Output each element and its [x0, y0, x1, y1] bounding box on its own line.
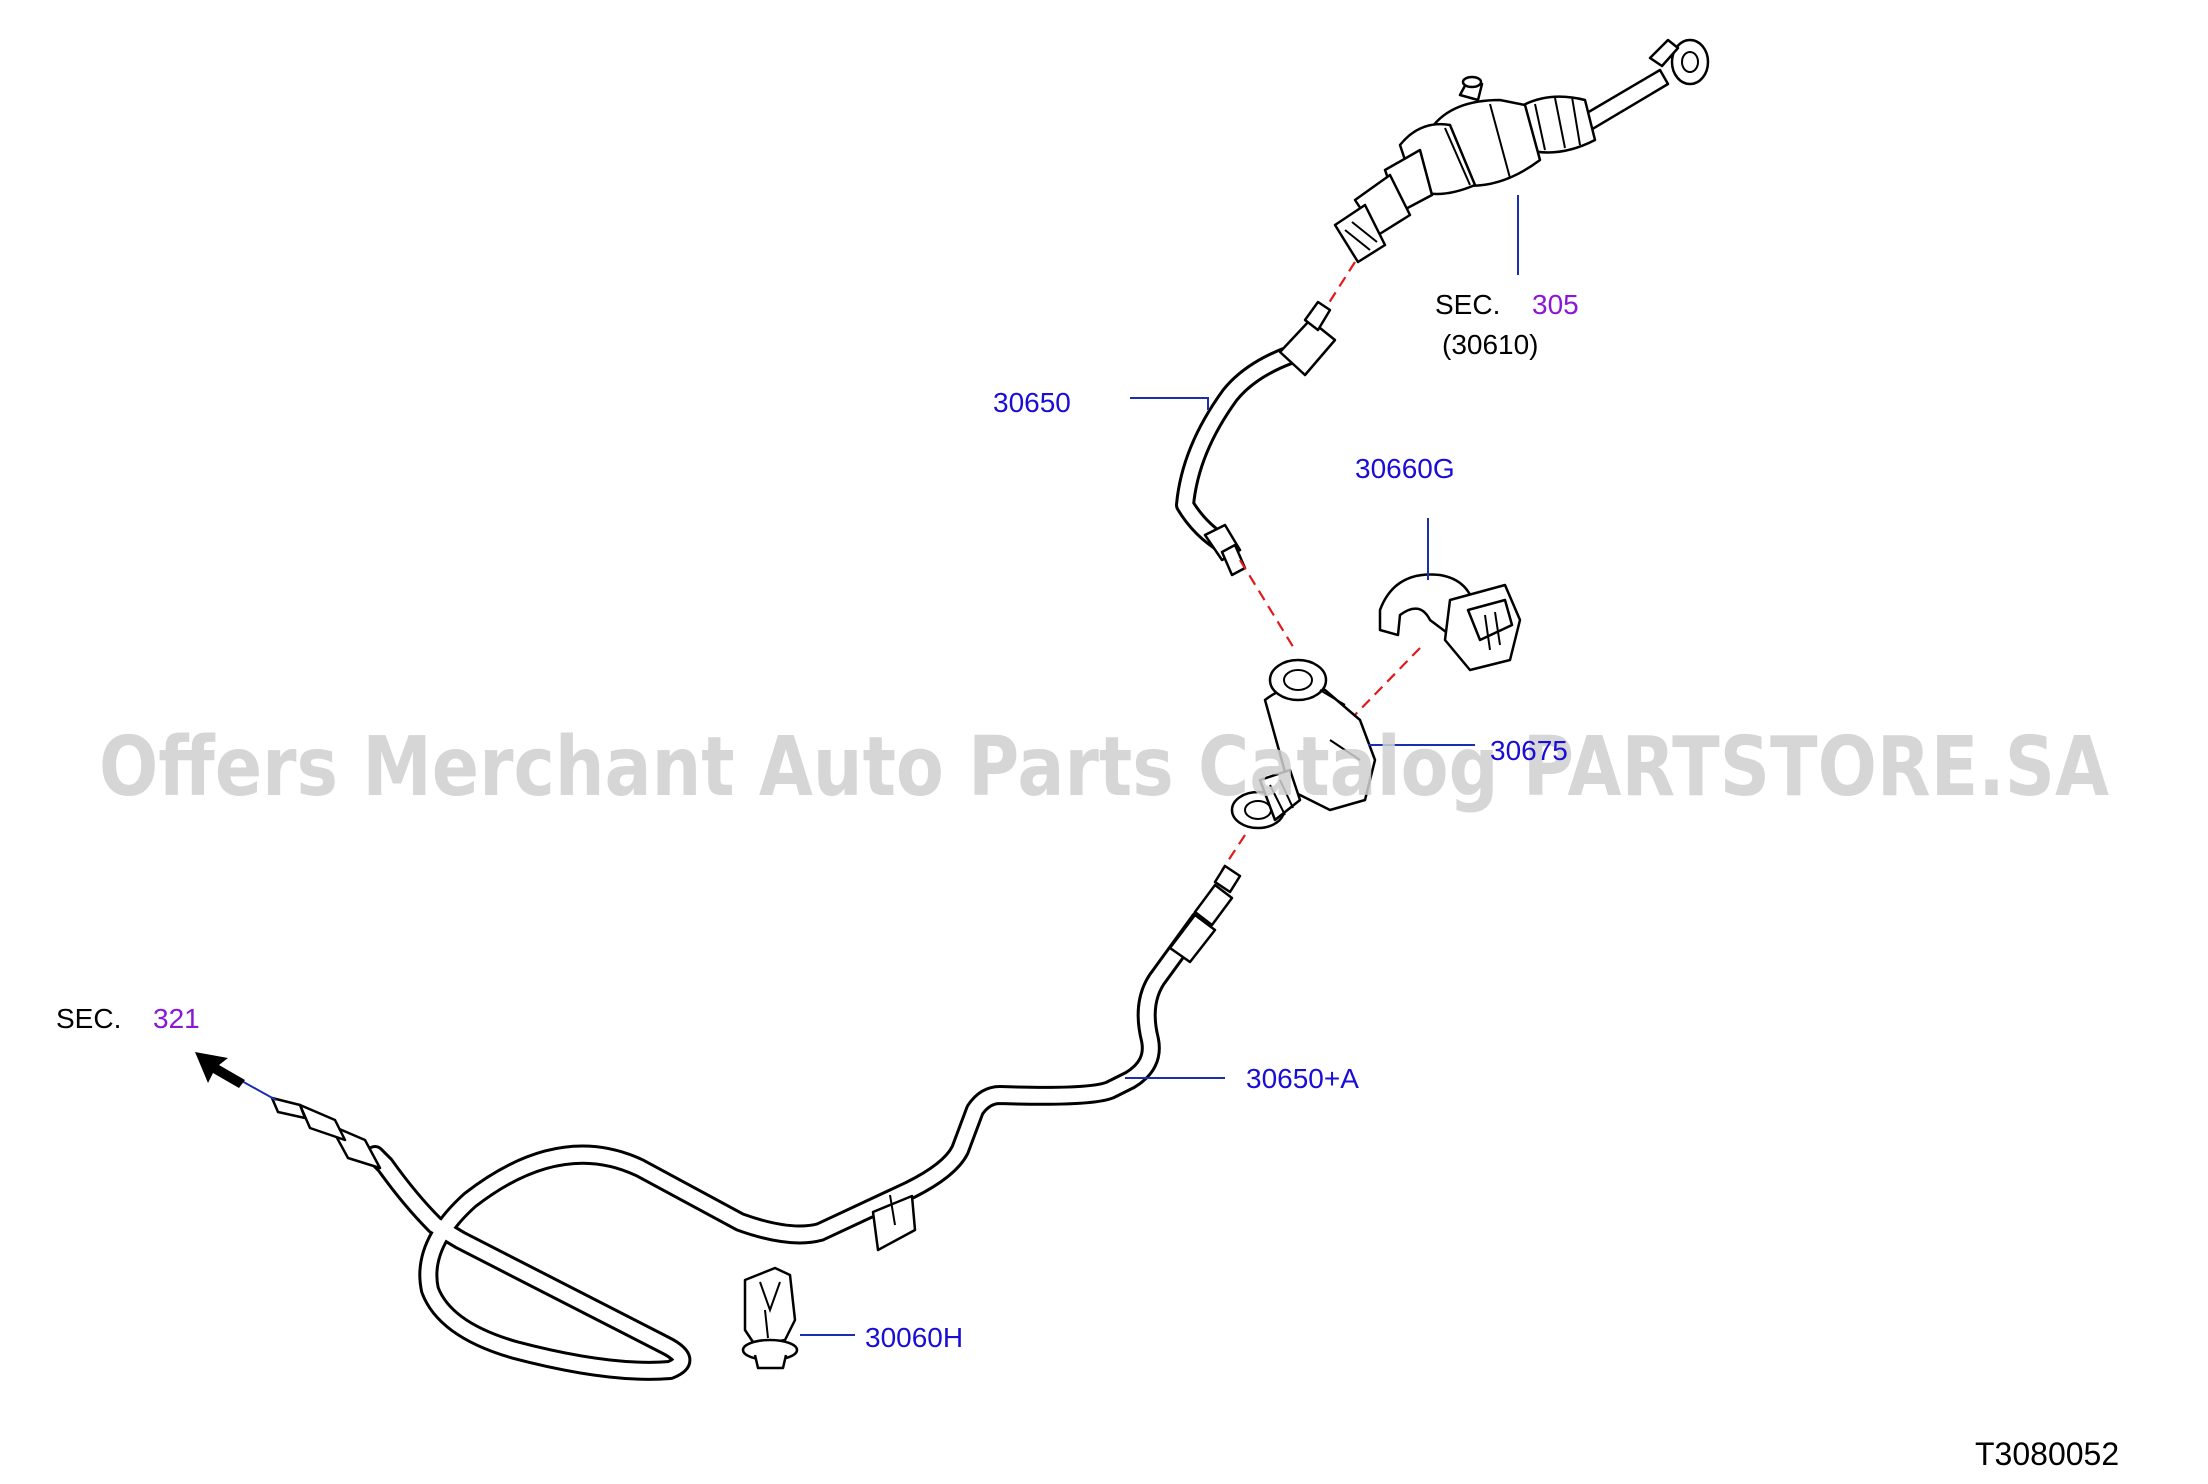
- assembly-line-hose-damper: [1239, 559, 1296, 651]
- clip-part: [1378, 573, 1522, 672]
- sec-321-leader: [239, 1079, 277, 1101]
- clutch-hose-upper: [1175, 300, 1337, 577]
- clutch-master-cylinder: [1333, 38, 1710, 264]
- label-master-cylinder-ref: (30610): [1442, 329, 1539, 360]
- label-30060H: 30060H: [865, 1322, 963, 1353]
- diagram-code: T3080052: [1975, 1436, 2119, 1472]
- label-sec-305-number: 305: [1532, 289, 1579, 320]
- label-30660G: 30660G: [1355, 453, 1455, 484]
- label-30650: 30650: [993, 387, 1071, 418]
- label-sec-321-number: 321: [153, 1003, 200, 1034]
- clamp-part: [741, 1266, 799, 1370]
- label-30675: 30675: [1490, 735, 1568, 766]
- label-sec-321: SEC.: [56, 1003, 121, 1034]
- sec-321-arrow-icon: [195, 1052, 245, 1088]
- watermark-text: Offers Merchant Auto Parts Catalog PARTS…: [99, 720, 2109, 815]
- assembly-line-lower: [1221, 834, 1246, 871]
- label-30650-A: 30650+A: [1246, 1063, 1359, 1094]
- assembly-line-clip: [1349, 647, 1421, 721]
- leader-30650: [1130, 397, 1209, 410]
- label-sec-305: SEC.: [1435, 289, 1500, 320]
- clutch-damper: [1230, 658, 1377, 830]
- clutch-tube-main: [270, 864, 1242, 1381]
